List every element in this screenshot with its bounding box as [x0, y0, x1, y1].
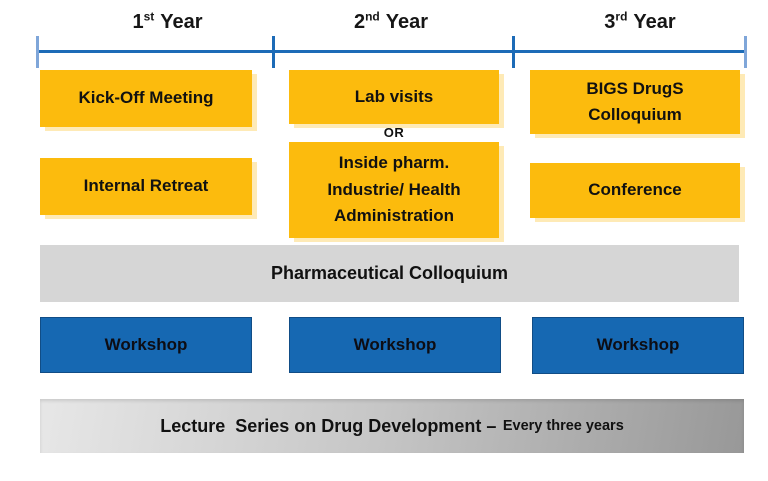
timeline-tick-end [744, 36, 747, 68]
internal-retreat-box: Internal Retreat [40, 158, 252, 215]
timeline-axis-line [37, 50, 745, 53]
year-3-word: Year [633, 11, 676, 33]
year-label-1: 1st Year [60, 9, 275, 39]
conference-box: Conference [530, 163, 740, 218]
lab-visits-box: Lab visits [289, 70, 499, 124]
inside-pharm-industrie-box: Inside pharm. Industrie/ Health Administ… [289, 142, 499, 238]
pharmaceutical-colloquium-band: Pharmaceutical Colloquium [40, 245, 739, 302]
year-1-word: Year [160, 11, 203, 33]
workshop-box-year2: Workshop [289, 317, 501, 373]
bigs-drugs-colloquium-box: BIGS DrugS Colloquium [530, 70, 740, 134]
workshop-box-year1: Workshop [40, 317, 252, 373]
or-connector-label: OR [383, 125, 405, 140]
kickoff-meeting-box: Kick-Off Meeting [40, 70, 252, 127]
year-2-ordinal-suffix: nd [365, 9, 380, 24]
lecture-series-title: Lecture Series on Drug Development – [160, 415, 497, 436]
year-1-ordinal-suffix: st [143, 9, 155, 24]
timeline-tick-year1-2 [272, 36, 275, 68]
workshop-box-year3: Workshop [532, 317, 744, 374]
lecture-series-band: Lecture Series on Drug Development – Eve… [40, 399, 744, 453]
year-3-number: 3 [604, 11, 616, 33]
year-3-ordinal-suffix: rd [615, 9, 628, 24]
timeline-tick-start [36, 36, 39, 68]
lecture-series-frequency: Every three years [502, 418, 624, 434]
year-1-number: 1 [132, 11, 144, 33]
year-2-word: Year [385, 11, 429, 33]
year-label-3: 3rd Year [535, 9, 745, 39]
year-2-number: 2 [353, 11, 366, 33]
year-label-2: 2nd Year [285, 9, 497, 39]
timeline-tick-year2-3 [512, 36, 515, 68]
